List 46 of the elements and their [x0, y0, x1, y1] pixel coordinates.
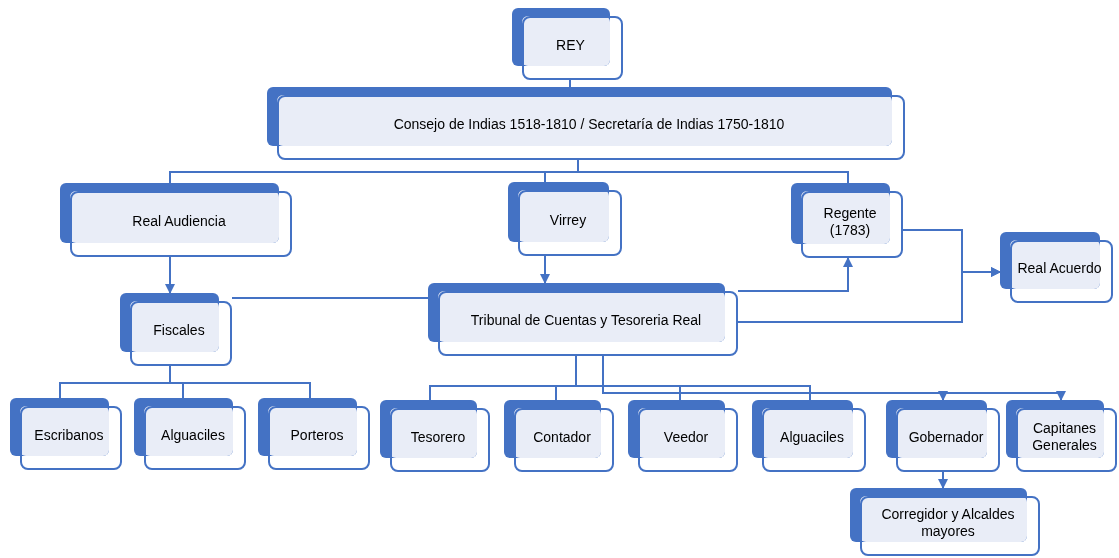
- org-box: [267, 87, 905, 160]
- arrow: [737, 267, 1001, 323]
- org-box: [1000, 232, 1113, 303]
- box-label: Real Audiencia: [132, 212, 226, 230]
- arrow: [540, 255, 550, 284]
- box-label: Tribunal de Cuentas y Tesoreria Real: [470, 312, 702, 329]
- org-box: [791, 183, 903, 258]
- box-label: Consejo de Indias 1518-1810 / Secretaría de Indias 1750-1810: [393, 116, 785, 133]
- org-box: [60, 183, 292, 257]
- box-label: Corregidor y Alcaldes mayores: [880, 506, 1016, 540]
- box-label: Veedor: [663, 428, 709, 446]
- connector-line: [569, 79, 571, 88]
- org-box: [1006, 400, 1117, 472]
- box-label: Alguaciles: [161, 426, 225, 444]
- box-label: REY: [556, 36, 585, 54]
- arrow: [602, 355, 1066, 401]
- arrow: [165, 256, 175, 294]
- box-label: Gobernador: [908, 428, 984, 446]
- org-box: [380, 400, 490, 472]
- org-box: [850, 488, 1040, 556]
- connector-line: [577, 159, 849, 184]
- box-label: Capitanes Generales: [1031, 420, 1098, 454]
- org-box: [428, 283, 738, 356]
- org-box: [134, 398, 246, 470]
- org-box: [512, 8, 623, 80]
- box-label: Escribanos: [34, 426, 104, 444]
- org-box: [628, 400, 738, 472]
- arrow: [737, 257, 853, 292]
- box-label: Contador: [533, 428, 591, 446]
- box-label: Fiscales: [153, 322, 205, 339]
- org-box: [752, 400, 866, 472]
- box-label: Porteros: [290, 426, 344, 444]
- org-box: [504, 400, 614, 472]
- org-box: [10, 398, 122, 470]
- box-label: Virrey: [549, 211, 587, 229]
- org-box: [508, 182, 622, 256]
- box-label: Tesorero: [410, 428, 466, 446]
- org-box: [886, 400, 1000, 472]
- connector-line: [575, 355, 811, 401]
- org-box: [258, 398, 370, 470]
- org-box: [120, 293, 232, 366]
- box-label: Alguaciles: [780, 428, 844, 446]
- box-label: Real Acuerdo: [1017, 260, 1102, 277]
- connector-line: [231, 297, 429, 299]
- arrow: [938, 471, 948, 489]
- box-label: Regente (1783): [822, 204, 878, 239]
